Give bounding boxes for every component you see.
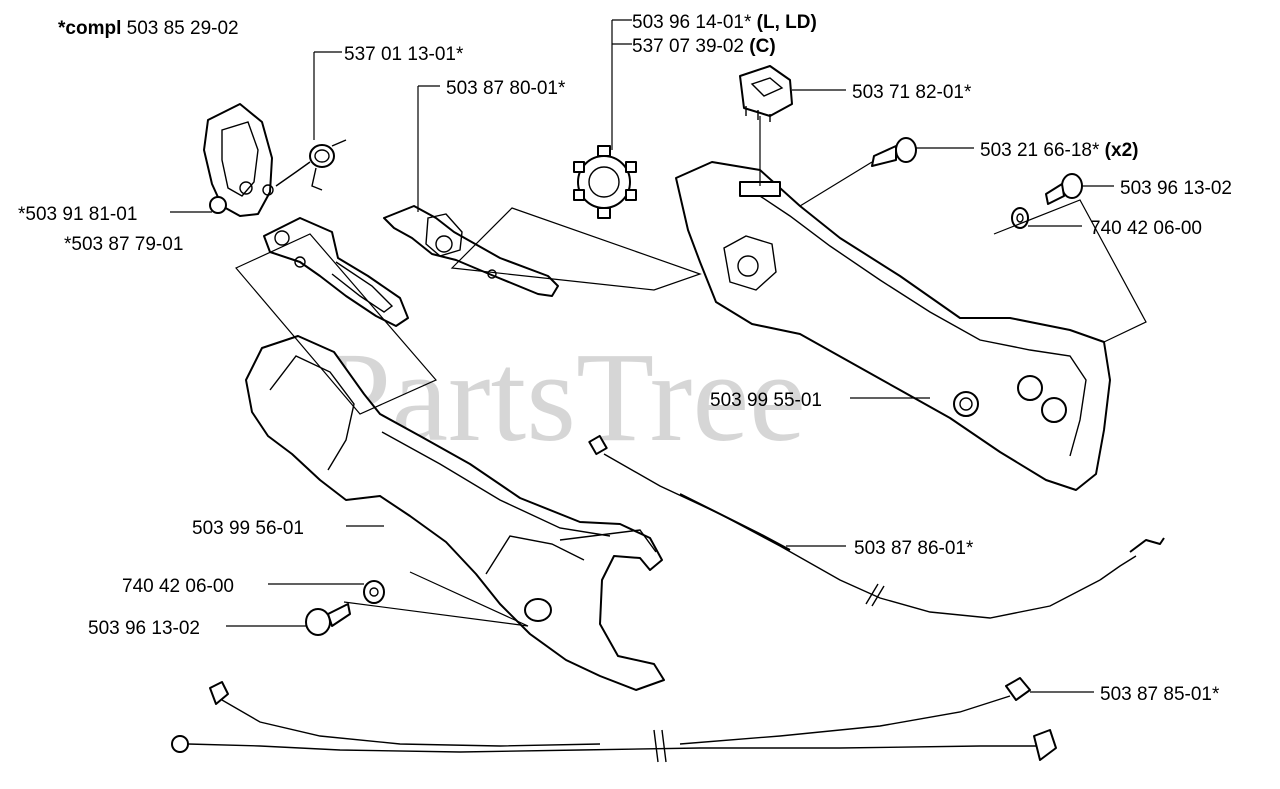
label-throttle-cable[interactable]: 503 87 86-01*	[854, 538, 974, 559]
screw-right-part[interactable]	[1045, 173, 1083, 205]
spring-part[interactable]	[275, 139, 347, 191]
retaining-clip-part[interactable]	[203, 103, 274, 217]
screw-left-part[interactable]	[305, 603, 351, 636]
label-screw-right[interactable]: 503 96 13-02	[1120, 178, 1232, 199]
leader-screw-x2-diag	[799, 161, 873, 207]
washer-left-part[interactable]	[363, 580, 385, 604]
washer-right-part[interactable]	[1011, 207, 1029, 229]
lockout-group-outline	[235, 233, 437, 415]
leader-ring-ticks	[612, 19, 632, 45]
label-screw-left[interactable]: 503 96 13-02	[88, 618, 200, 639]
stop-switch-part[interactable]	[739, 65, 793, 122]
handle-housing-left-part[interactable]	[245, 335, 665, 691]
label-carb-switch-b[interactable]: 537 07 39-02 (C)	[632, 36, 776, 57]
label-throttle-trigger[interactable]: 503 87 80-01*	[446, 78, 566, 99]
lockout-lever-part[interactable]	[263, 217, 409, 327]
throttle-trigger-part[interactable]	[383, 205, 559, 297]
carburetor-switch-ring-part[interactable]	[573, 145, 637, 219]
label-screw-x2[interactable]: 503 21 66-18* (x2)	[980, 140, 1138, 161]
right-fastener-group-outline	[993, 199, 1147, 343]
label-housing-right[interactable]: 503 99 55-01	[710, 390, 822, 411]
label-washer-right[interactable]: 740 42 06-00	[1090, 218, 1202, 239]
left-fastener-group-outline	[343, 571, 529, 627]
throttle-cable-part[interactable]	[588, 434, 1165, 619]
label-washer-left[interactable]: 740 42 06-00	[122, 576, 234, 597]
handle-housing-right-part[interactable]	[675, 161, 1111, 491]
wire-harness-part[interactable]	[171, 677, 1057, 763]
label-housing-left[interactable]: 503 99 56-01	[192, 518, 304, 539]
title-label: *compl 503 85 29-02	[58, 18, 239, 39]
label-wire-harness[interactable]: 503 87 85-01*	[1100, 684, 1220, 705]
label-carb-switch-a[interactable]: 503 96 14-01* (L, LD)	[632, 12, 817, 33]
label-lockout-lever[interactable]: *503 87 79-01	[64, 234, 183, 255]
label-stop-switch[interactable]: 503 71 82-01*	[852, 82, 972, 103]
label-spring[interactable]: 537 01 13-01*	[344, 44, 464, 65]
label-clip[interactable]: *503 91 81-01	[18, 204, 137, 225]
trigger-group-outline	[450, 207, 702, 291]
screw-x2-part[interactable]	[871, 137, 917, 167]
